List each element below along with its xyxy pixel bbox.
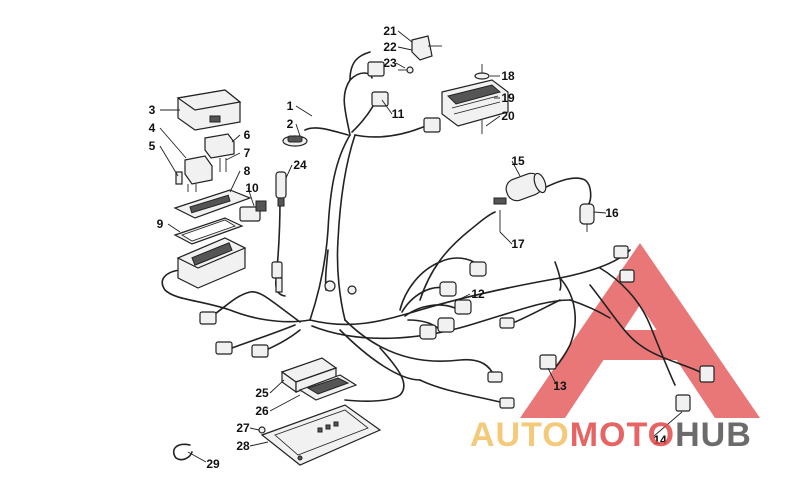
ignition-coil: [493, 172, 547, 232]
watermark-moto: MOTO: [569, 416, 676, 454]
spark-cap: [579, 203, 595, 232]
callout-5: 5: [149, 139, 156, 153]
callout-27: 27: [236, 421, 250, 435]
fuse-block: [176, 237, 247, 289]
callout-12: 12: [471, 287, 485, 301]
fuse-gasket: [173, 217, 244, 245]
callout-15: 15: [511, 154, 525, 168]
callout-18: 18: [501, 69, 515, 83]
callout-11: 11: [392, 107, 405, 121]
callout-22: 22: [383, 40, 397, 54]
callout-8: 8: [244, 164, 251, 178]
ecu-module: [280, 357, 358, 401]
watermark-logo: AUTOMOTOHUB: [470, 416, 752, 455]
callout-26: 26: [255, 404, 269, 418]
callout-1: 1: [287, 99, 294, 113]
callout-13: 13: [553, 379, 567, 393]
callout-3: 3: [149, 103, 156, 117]
connector-left: [199, 280, 357, 358]
voltage-regulator: [441, 64, 509, 134]
watermark-hub: HUB: [675, 416, 752, 454]
fuse-panel: [173, 189, 252, 219]
sensor-24: [271, 171, 287, 293]
callout-20: 20: [501, 109, 515, 123]
callout-21: 21: [383, 24, 397, 38]
watermark-auto: AUTO: [470, 416, 570, 454]
clamp-29: [172, 443, 193, 461]
callout-2: 2: [287, 117, 294, 131]
callout-23: 23: [383, 56, 397, 70]
callout-4: 4: [149, 121, 156, 135]
connector-10: [239, 200, 267, 222]
mounting-plate: [260, 404, 382, 466]
callout-numbers: 1234567891011121314151617181920212223242…: [149, 24, 667, 471]
callout-16: 16: [605, 206, 619, 220]
callout-10: 10: [245, 181, 259, 195]
callout-14: 14: [653, 433, 667, 447]
callout-9: 9: [157, 217, 164, 231]
callout-6: 6: [244, 128, 251, 142]
callout-19: 19: [501, 91, 515, 105]
small-relay: [204, 133, 235, 172]
relay: [175, 155, 213, 192]
callout-25: 25: [255, 386, 269, 400]
bolt-27: [258, 426, 266, 434]
callout-29: 29: [206, 457, 220, 471]
connector-group-12: [419, 261, 487, 340]
callout-17: 17: [511, 237, 525, 251]
callout-28: 28: [236, 439, 250, 453]
callout-7: 7: [244, 146, 251, 160]
connector-group-right: [487, 245, 715, 412]
relay-cover: [176, 89, 242, 131]
leader-lines: [159, 30, 683, 463]
connector-11: [367, 61, 441, 133]
callout-24: 24: [293, 158, 307, 172]
connector-1: [282, 135, 308, 147]
